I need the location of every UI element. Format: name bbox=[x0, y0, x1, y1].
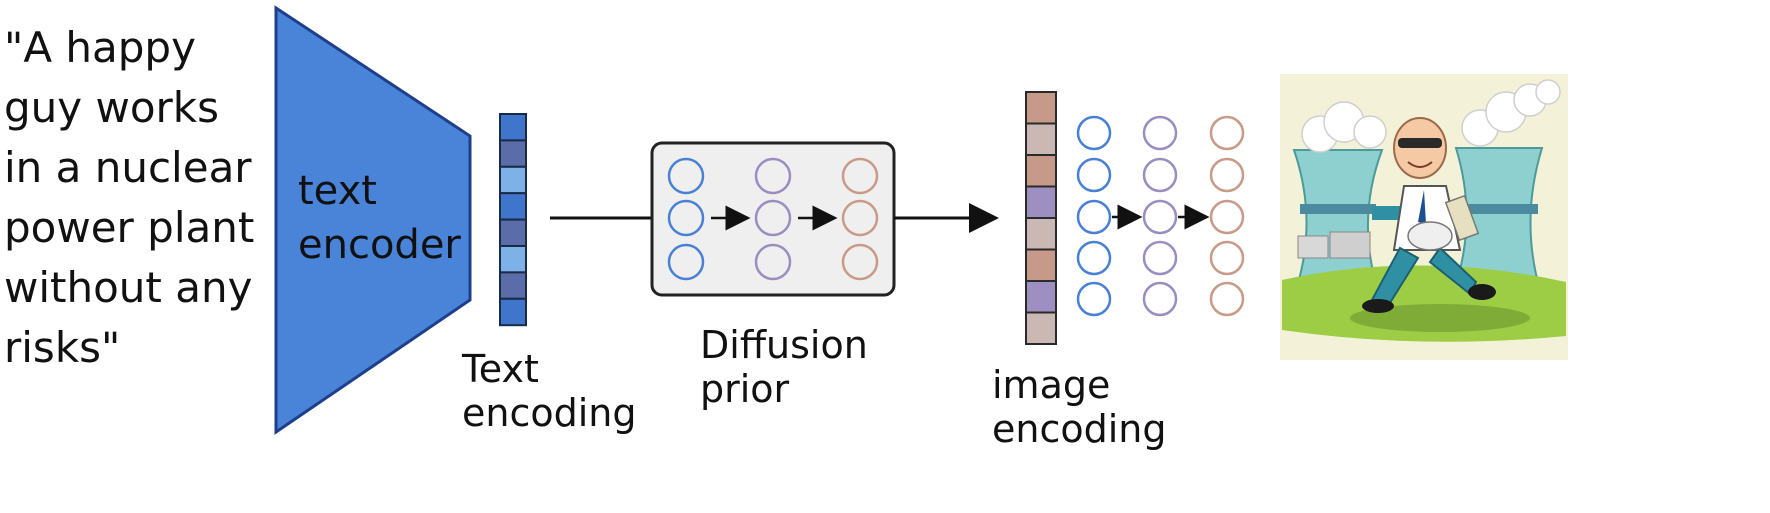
network-node bbox=[1142, 281, 1178, 317]
tower-band bbox=[1300, 204, 1376, 214]
prompt-text: "A happy guy works in a nuclear power pl… bbox=[4, 23, 254, 372]
network-node bbox=[667, 199, 705, 237]
network-node bbox=[1142, 240, 1178, 276]
diffusion-prior-label: prior bbox=[700, 367, 790, 411]
text-encoder-shape bbox=[274, 5, 472, 435]
network-node bbox=[667, 243, 705, 281]
image-encoding-cell bbox=[1025, 122, 1057, 156]
text-encoding-vector bbox=[499, 113, 527, 327]
diffusion-prior-box bbox=[650, 141, 896, 297]
network-node bbox=[1076, 157, 1112, 193]
image-encoding-vector bbox=[1025, 91, 1057, 345]
image-encoding-cell bbox=[1025, 248, 1057, 282]
prompt-line: "A happy bbox=[4, 23, 196, 72]
text-encoding-cell bbox=[499, 165, 527, 195]
happy-worker-nuclear-plant-illustration bbox=[1280, 74, 1568, 360]
network-node bbox=[754, 243, 792, 281]
text-encoding-cell bbox=[499, 139, 527, 168]
network-node bbox=[1209, 240, 1245, 276]
plant-building bbox=[1329, 231, 1371, 259]
network-node bbox=[841, 199, 879, 237]
network-node bbox=[1076, 199, 1112, 235]
happy-worker-figure bbox=[1362, 117, 1496, 313]
image-encoding-label: image encoding bbox=[992, 363, 1167, 451]
network-node bbox=[1076, 240, 1112, 276]
network-node bbox=[1209, 199, 1245, 235]
prompt-line: guy works bbox=[4, 83, 219, 132]
image-encoding-label-line: encoding bbox=[992, 407, 1167, 451]
diffusion-prior-label: Diffusion bbox=[700, 323, 868, 367]
image-encoding-cell bbox=[1025, 217, 1057, 251]
prompt-line: in a nuclear bbox=[4, 143, 252, 192]
image-encoding-cell bbox=[1025, 154, 1057, 188]
prompt-line: risks" bbox=[4, 323, 120, 372]
network-node bbox=[1209, 281, 1245, 317]
network-node bbox=[841, 243, 879, 281]
text-encoder-label: text bbox=[298, 168, 377, 214]
network-node bbox=[841, 157, 879, 195]
ground-shadow bbox=[1350, 304, 1530, 332]
image-encoding-cell bbox=[1025, 91, 1057, 125]
text-encoder-label: encoder bbox=[298, 222, 461, 268]
network-node bbox=[1076, 281, 1112, 317]
text-encoding-label-line: Text bbox=[461, 347, 539, 391]
image-encoding-cell bbox=[1025, 185, 1057, 219]
image-encoding-label-line: image bbox=[992, 363, 1110, 407]
network-node bbox=[754, 157, 792, 195]
text-encoder-block: text encoder bbox=[274, 5, 472, 435]
text-encoding-cell bbox=[499, 192, 527, 221]
tower-band bbox=[1462, 204, 1538, 214]
prompt-line: power plant bbox=[4, 203, 254, 252]
network-node bbox=[1142, 157, 1178, 193]
text-encoding-cell bbox=[499, 271, 527, 300]
text-encoding-cell bbox=[499, 218, 527, 248]
steam-cloud-icon bbox=[1301, 79, 1561, 153]
text-encoding-label-line: encoding bbox=[462, 391, 637, 435]
network-node bbox=[1209, 157, 1245, 193]
text-encoding-cell bbox=[499, 245, 527, 274]
network-node bbox=[667, 157, 705, 195]
diffusion-prior-block: Diffusion prior bbox=[650, 141, 896, 411]
network-node bbox=[1142, 199, 1178, 235]
diffusion-prior-network bbox=[667, 157, 879, 281]
network-node bbox=[1076, 115, 1112, 151]
text-encoding-cell bbox=[499, 113, 527, 142]
image-encoding-cell bbox=[1025, 280, 1057, 314]
plant-building bbox=[1297, 235, 1329, 259]
image-encoding-cell bbox=[1025, 311, 1057, 345]
text-encoding-cell bbox=[499, 297, 527, 327]
network-node bbox=[1209, 115, 1245, 151]
text-encoding-label: Text encoding bbox=[461, 347, 637, 435]
network-node bbox=[754, 199, 792, 237]
image-decoder-network bbox=[1076, 115, 1245, 317]
network-node bbox=[1142, 115, 1178, 151]
prompt-line: without any bbox=[4, 263, 252, 312]
